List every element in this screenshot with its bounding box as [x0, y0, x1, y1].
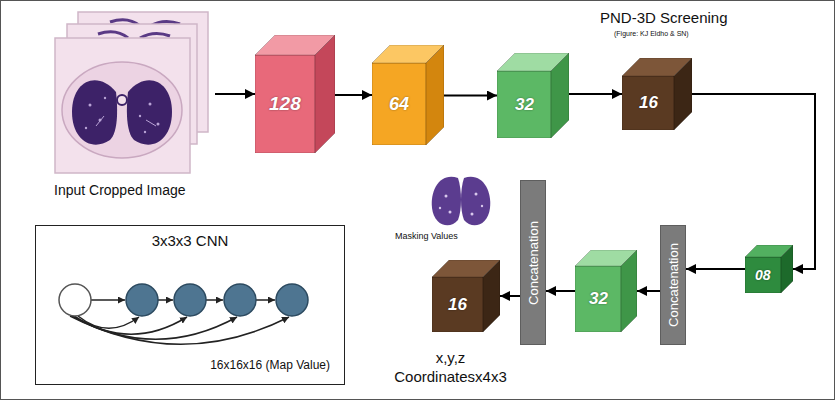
cube-face — [372, 63, 426, 145]
cube-face — [745, 257, 781, 293]
cube-number: 64 — [389, 94, 409, 115]
cube-number: 16 — [448, 295, 467, 315]
concat-bar: Concatenation — [660, 225, 686, 345]
cube-face — [622, 76, 674, 130]
concat-bar: Concatenation — [520, 180, 546, 345]
flow-arrow — [546, 290, 575, 292]
concat-text: Concatenation — [526, 221, 541, 305]
feature-cube: 32 — [575, 250, 637, 332]
cube-face — [575, 266, 621, 332]
flow-arrow — [692, 94, 815, 269]
feature-cube: 16 — [432, 260, 500, 332]
flow-arrow — [637, 290, 660, 292]
feature-cube: 16 — [622, 58, 692, 130]
cube-face — [674, 58, 692, 130]
cube-face — [551, 53, 569, 138]
flow-arrow — [444, 95, 497, 97]
flow-arrow — [500, 295, 520, 297]
feature-cube: 64 — [372, 45, 444, 145]
cube-face — [432, 277, 483, 332]
inset-box: 3x3x3 CNN 16x16x16 (Map Value) — [35, 225, 345, 385]
flow-arrow — [686, 268, 745, 270]
cnn-graph — [35, 225, 345, 385]
input-image: Input Cropped Image — [50, 10, 215, 200]
cube-face — [255, 55, 315, 153]
cube-number: 16 — [639, 93, 658, 113]
flow-arrow — [569, 93, 622, 95]
cube-number: 32 — [589, 289, 608, 309]
cube-face — [781, 245, 793, 293]
annotation-label: (Figure: KJ Eldho & SN) — [614, 30, 689, 39]
inset-note: 16x16x16 (Map Value) — [210, 358, 330, 372]
feature-cube: 128 — [255, 35, 335, 153]
cube-face — [497, 71, 551, 138]
ct-stack — [55, 12, 208, 173]
inset-heading: 3x3x3 CNN — [36, 232, 344, 249]
concat-text: Concatenation — [666, 243, 681, 327]
cube-number: 08 — [755, 267, 771, 283]
feature-cube: 08 — [745, 245, 793, 293]
cube-number: 128 — [269, 93, 301, 115]
cube-face — [426, 45, 444, 145]
flow-arrow — [335, 94, 372, 96]
annotation-label: x,y,z Coordinatesx4x3 — [388, 349, 513, 387]
flow-arrow — [215, 93, 255, 95]
feature-cube: 32 — [497, 53, 569, 138]
cube-number: 32 — [515, 95, 534, 115]
annotation-label: Masking Values — [395, 231, 458, 242]
mask-icon — [432, 177, 491, 226]
cube-face — [315, 35, 335, 153]
diagram-title: PND-3D Screening — [600, 9, 728, 26]
cube-face — [483, 260, 500, 332]
image-caption: Input Cropped Image — [54, 182, 186, 198]
cube-face — [621, 250, 637, 332]
